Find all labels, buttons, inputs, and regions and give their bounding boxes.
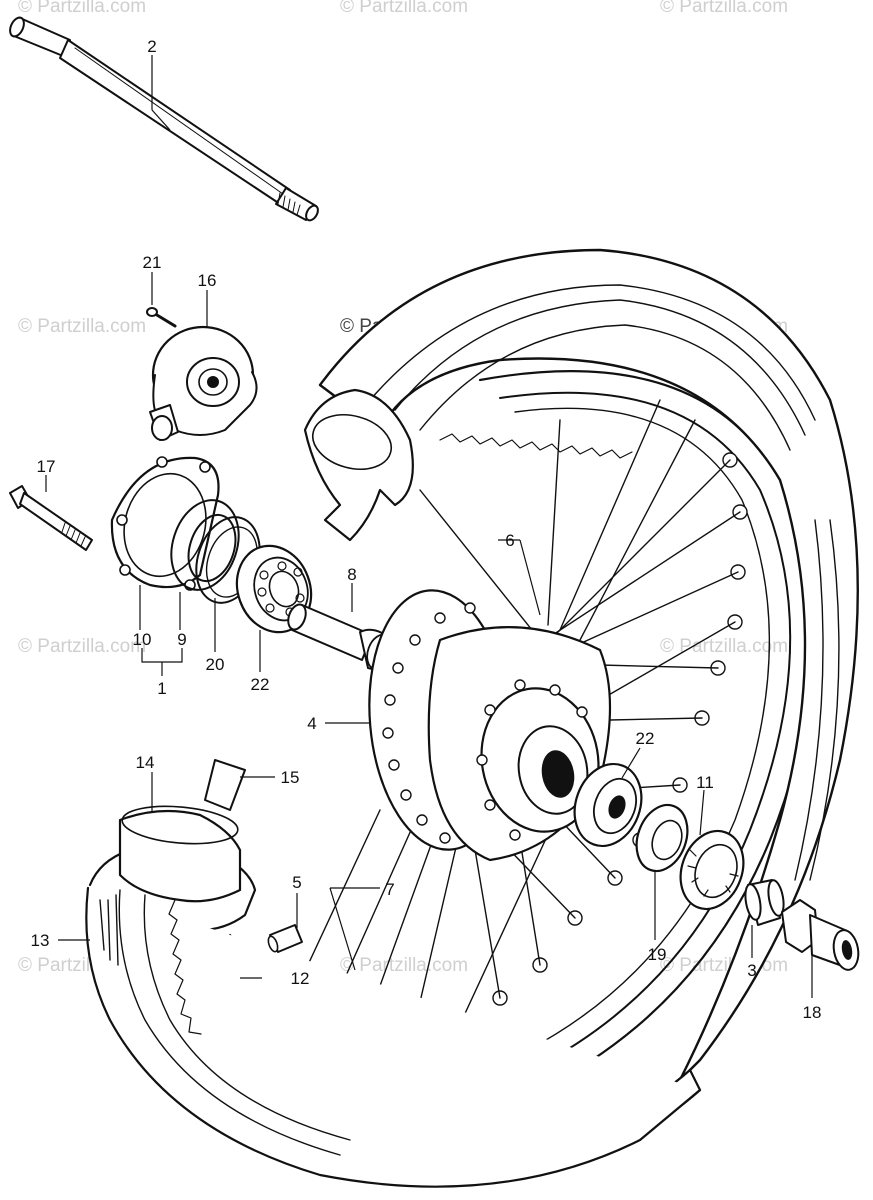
leader-lines	[45, 55, 813, 998]
watermark: © Partzilla.com	[18, 0, 147, 17]
axle-nut-part[interactable]	[781, 899, 861, 972]
callout-16: 16	[198, 271, 217, 290]
bolt-part[interactable]	[9, 485, 93, 551]
callout-21: 21	[143, 253, 162, 272]
side-cover-part[interactable]	[110, 456, 220, 591]
distance-collar-part[interactable]	[743, 879, 786, 926]
axle-part[interactable]	[7, 15, 320, 222]
callout-13: 13	[31, 931, 50, 950]
callout-19: 19	[648, 945, 667, 964]
callout-2: 2	[147, 37, 156, 56]
callout-5: 5	[292, 873, 301, 892]
tire-part[interactable]	[303, 248, 859, 1082]
callout-22-left: 22	[251, 675, 270, 694]
callout-15: 15	[281, 768, 300, 787]
callout-labels: 2 21 16 17 10 9 20 22 1 8 4 6 14 15 5 7 …	[31, 37, 822, 1022]
callout-3: 3	[747, 961, 756, 980]
callout-10: 10	[133, 630, 152, 649]
collar-part[interactable]	[670, 822, 754, 918]
valve-stem-part[interactable]	[204, 759, 246, 811]
callout-7: 7	[385, 880, 394, 899]
callout-6: 6	[505, 531, 514, 550]
callout-18: 18	[803, 1003, 822, 1022]
callout-9: 9	[177, 630, 186, 649]
watermark: © Partzilla.com	[340, 0, 469, 17]
watermark: © Partzilla.com	[660, 0, 789, 17]
watermark: © Partzilla.com	[18, 636, 147, 657]
callout-1: 1	[157, 679, 166, 698]
screw-part[interactable]	[146, 307, 177, 328]
callout-14: 14	[136, 753, 155, 772]
watermark: © Partzilla.com	[340, 955, 469, 976]
callout-11: 11	[696, 773, 714, 792]
watermark: © Partzilla.com	[660, 636, 789, 657]
dust-seal-part[interactable]	[628, 798, 696, 878]
callout-22-right: 22	[636, 729, 655, 748]
callout-4: 4	[307, 714, 316, 733]
hub-part[interactable]	[359, 584, 612, 862]
callout-17: 17	[37, 457, 56, 476]
callout-20: 20	[206, 655, 225, 674]
oil-seal-part[interactable]	[160, 491, 249, 598]
tube-section-part[interactable]	[118, 802, 242, 903]
watermark: © Partzilla.com	[18, 316, 147, 337]
valve-cap-part[interactable]	[267, 924, 303, 953]
callout-12: 12	[291, 969, 310, 988]
gearbox-part[interactable]	[149, 325, 258, 441]
callout-8: 8	[347, 565, 356, 584]
bearing-part[interactable]	[564, 755, 653, 856]
